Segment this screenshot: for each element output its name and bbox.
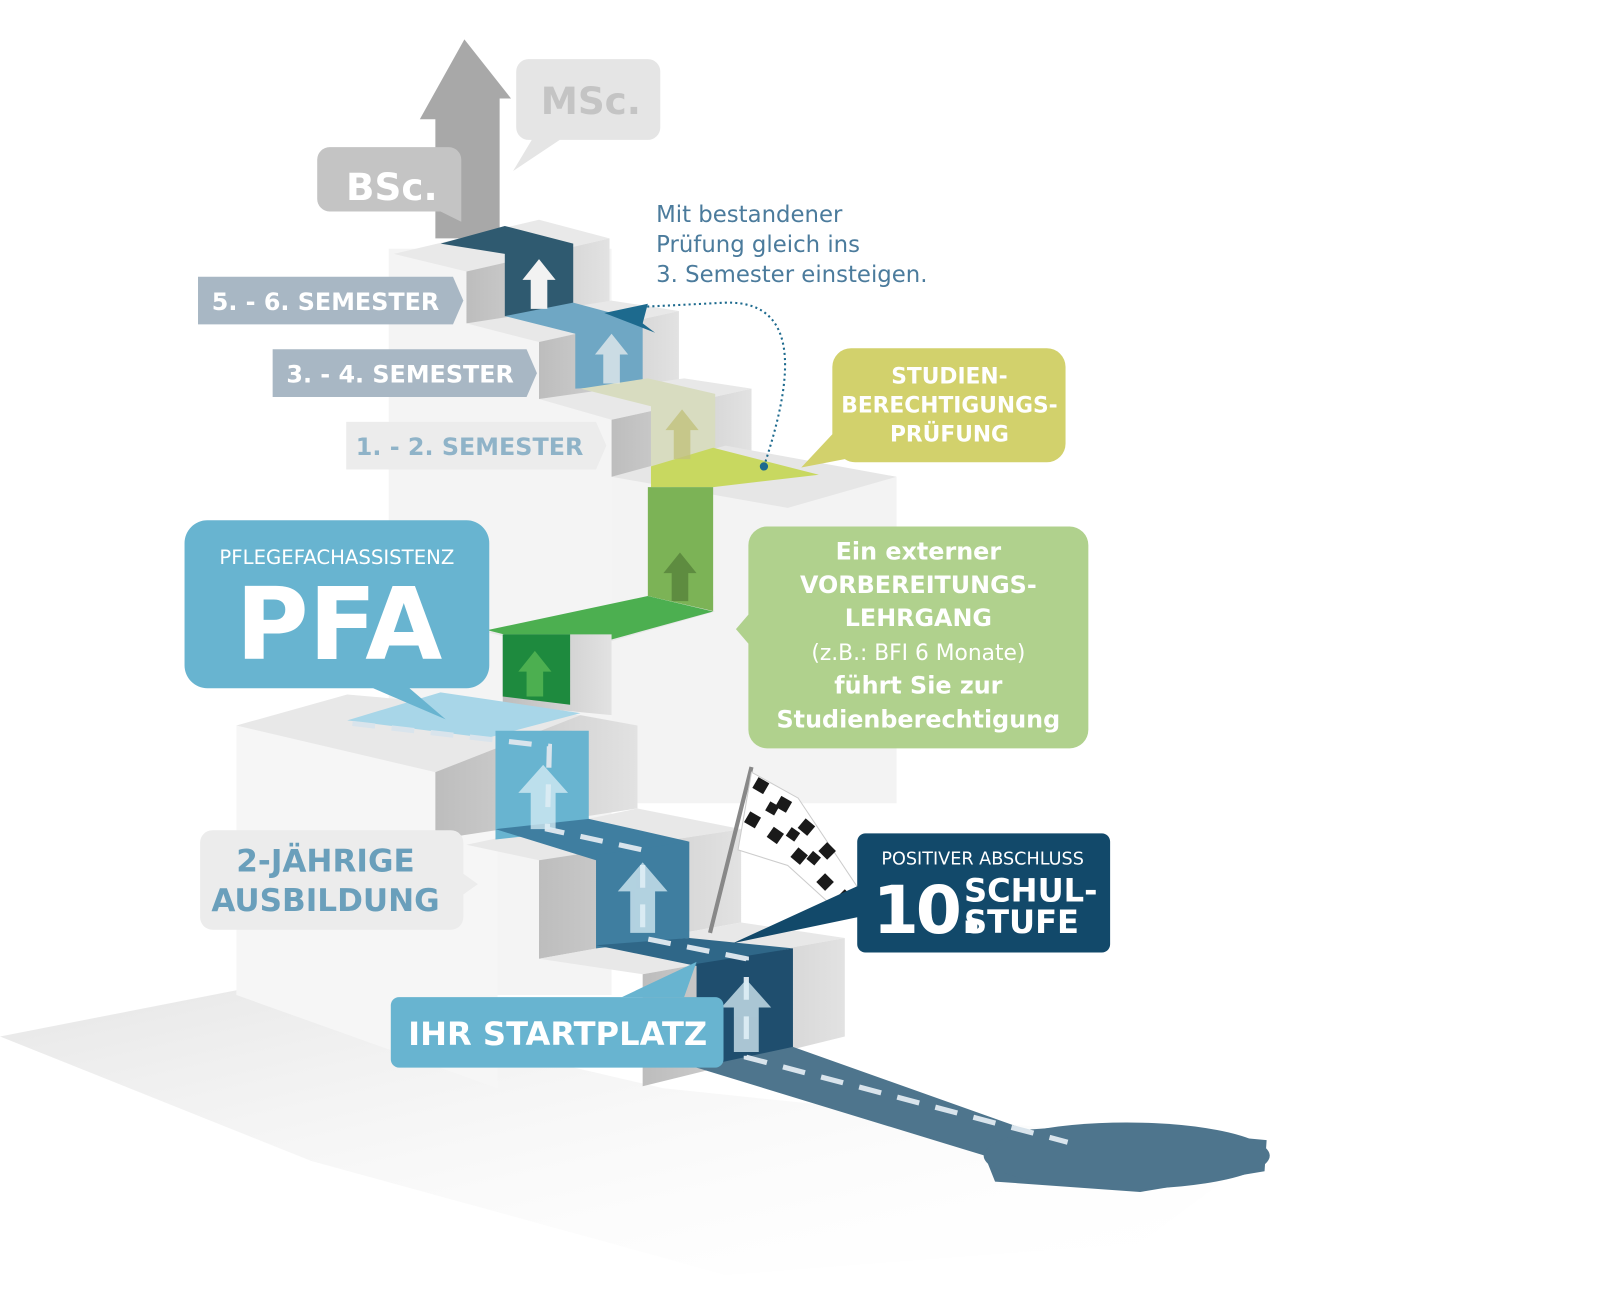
- school-subtitle: POSITIVER ABSCHLUSS: [881, 849, 1084, 869]
- pfa-subtitle: PFLEGEFACHASSISTENZ: [219, 546, 454, 569]
- exam-line: BERECHTIGUNGS-: [841, 394, 1057, 419]
- semester-tag-1-2: 1. - 2. SEMESTER: [346, 421, 607, 470]
- semester-label: 3. - 4. SEMESTER: [286, 360, 514, 388]
- up-arrow-icon: [663, 552, 697, 602]
- up-arrow-icon: [617, 862, 668, 933]
- semester-label: 5. - 6. SEMESTER: [212, 288, 440, 316]
- road-dashes: [352, 720, 1069, 1145]
- school-line: STUFE: [964, 903, 1079, 941]
- checkered-flag-icon: [708, 766, 861, 934]
- exam-line: PRÜFUNG: [890, 422, 1009, 448]
- prep-line: führt Sie zur: [834, 671, 1002, 699]
- training-line: AUSBILDUNG: [211, 883, 439, 919]
- path-start-top: [596, 938, 793, 966]
- path-pfa-top: [347, 692, 581, 738]
- up-arrow-icon: [594, 333, 629, 384]
- up-arrow-icon: [522, 259, 556, 309]
- exam-line: STUDIEN-: [891, 364, 1007, 389]
- note-line: Prüfung gleich ins: [656, 232, 860, 258]
- training-label: 2-JÄHRIGE AUSBILDUNG: [200, 830, 478, 930]
- prep-course-bubble: Ein externer VORBEREITUNGS- LEHRGANG (z.…: [735, 526, 1089, 749]
- up-arrow-icon: [721, 979, 772, 1053]
- connector-arrowhead-icon: [604, 303, 656, 333]
- prep-line: Ein externer: [836, 538, 1002, 566]
- step-arrows-lower: [518, 764, 772, 1053]
- prep-line: (z.B.: BFI 6 Monate): [811, 641, 1025, 666]
- school-line: SCHUL-: [964, 872, 1098, 910]
- note-line: Mit bestandener: [656, 202, 843, 228]
- semester-label: 1. - 2. SEMESTER: [356, 433, 584, 461]
- pfa-bubble: PFLEGEFACHASSISTENZ PFA: [184, 520, 490, 720]
- prep-line: VORBEREITUNGS-: [800, 571, 1037, 599]
- semester-tag-3-4: 3. - 4. SEMESTER: [272, 349, 537, 397]
- up-arrow-icon: [518, 764, 569, 830]
- direct-entry-note: Mit bestandener Prüfung gleich ins 3. Se…: [656, 202, 927, 288]
- bsc-bubble: BSc.: [317, 147, 462, 222]
- floor-shadow: [0, 989, 1265, 1275]
- start-label-text: IHR STARTPLATZ: [408, 1015, 707, 1053]
- bsc-label: BSc.: [346, 165, 438, 209]
- pfa-title: PFA: [236, 568, 442, 683]
- path-exam: [650, 447, 819, 488]
- start-label: IHR STARTPLATZ: [390, 961, 724, 1068]
- prep-line: Studienberechtigung: [777, 706, 1061, 734]
- connector-dot: [759, 462, 769, 471]
- note-line: 3. Semester einsteigen.: [656, 262, 927, 288]
- exam-bubble: STUDIEN- BERECHTIGUNGS- PRÜFUNG: [801, 348, 1066, 468]
- msc-label: MSc.: [541, 79, 641, 123]
- prep-line: LEHRGANG: [845, 604, 992, 632]
- training-line: 2-JÄHRIGE: [236, 842, 414, 880]
- school-number: 10.: [873, 871, 981, 949]
- semester-tag-5-6: 5. - 6. SEMESTER: [198, 276, 464, 325]
- path-prep-course-vertical: [647, 487, 714, 612]
- msc-bubble: MSc.: [513, 59, 661, 172]
- school-completion-bubble: POSITIVER ABSCHLUSS 10. SCHUL- STUFE: [732, 833, 1111, 953]
- dotted-connector: [642, 301, 787, 467]
